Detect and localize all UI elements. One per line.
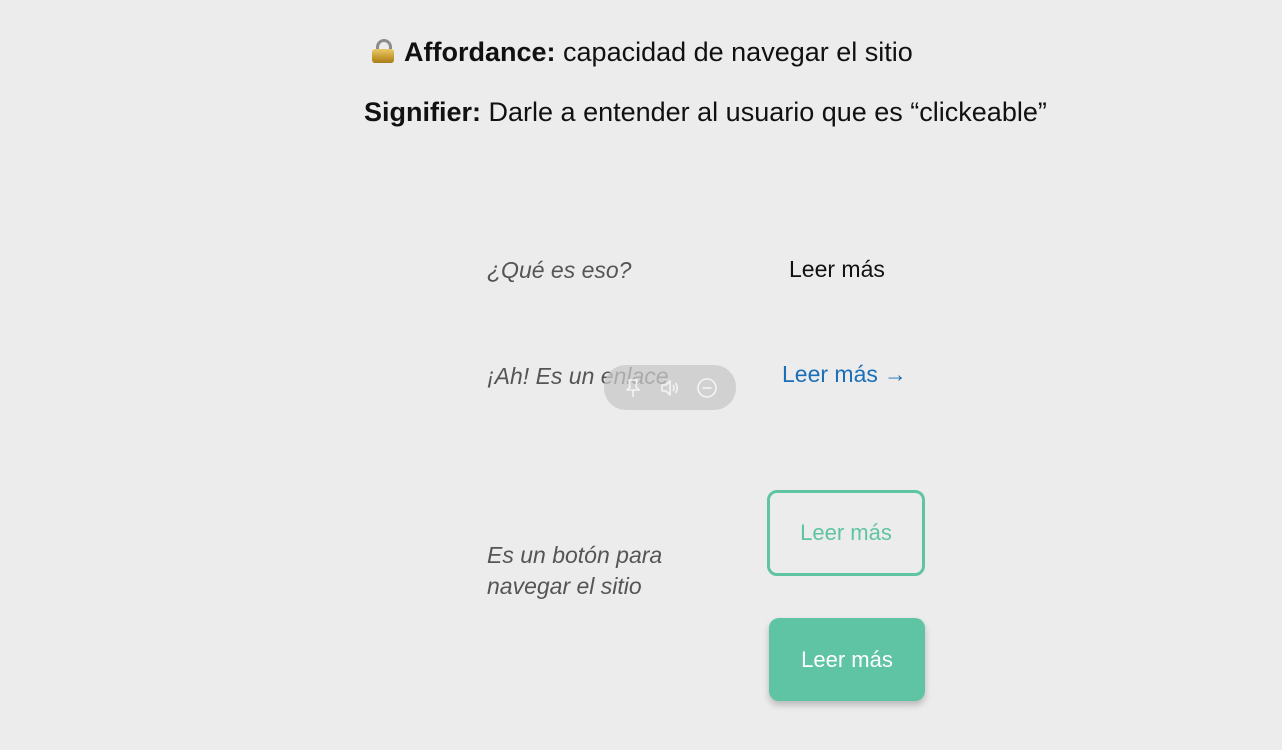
plain-text-caption: ¿Qué es eso? — [487, 257, 632, 283]
affordance-term: Affordance: — [404, 37, 556, 67]
affordance-definition: capacidad de navegar el sitio — [563, 37, 913, 67]
signifier-heading: Signifier: Darle a entender al usuario q… — [364, 96, 1047, 128]
button-caption-line1: Es un botón para — [487, 542, 663, 568]
leer-mas-link[interactable]: Leer más→ — [782, 361, 907, 388]
plain-text-leer-mas: Leer más — [789, 256, 885, 282]
affordance-heading: Affordance: capacidad de navegar el siti… — [372, 36, 913, 68]
button-caption-line2: navegar el sitio — [487, 573, 642, 599]
arrow-right-icon: → — [883, 361, 907, 387]
media-controls-overlay — [604, 365, 736, 410]
signifier-term: Signifier: — [364, 97, 482, 127]
signifier-definition: Darle a entender al usuario que es “clic… — [488, 97, 1047, 127]
leer-mas-solid-button[interactable]: Leer más — [769, 618, 925, 701]
leer-mas-outline-button[interactable]: Leer más — [767, 490, 925, 576]
lock-icon — [372, 38, 394, 64]
pin-icon[interactable] — [620, 375, 646, 401]
outline-button-label: Leer más — [800, 520, 892, 545]
link-label: Leer más — [782, 361, 878, 387]
button-caption: Es un botón para navegar el sitio — [487, 540, 662, 602]
volume-icon[interactable] — [657, 375, 683, 401]
solid-button-label: Leer más — [801, 646, 893, 672]
minus-circle-icon[interactable] — [694, 375, 720, 401]
